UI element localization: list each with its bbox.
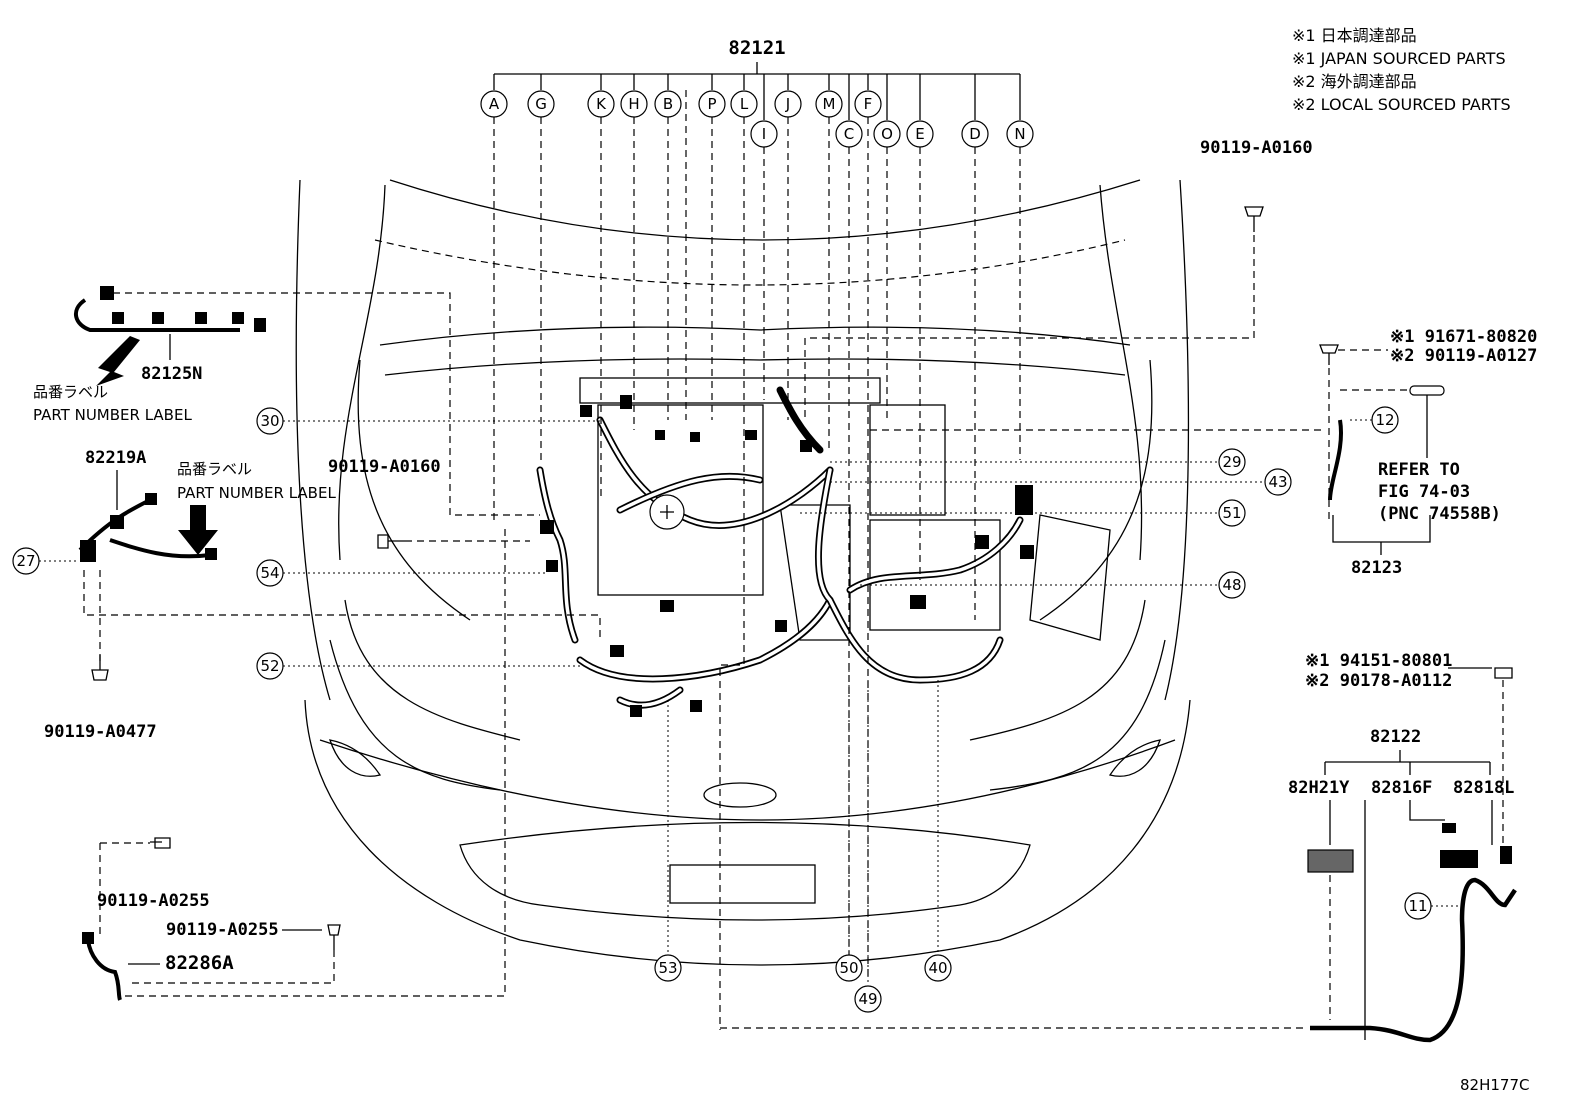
legend-line-2: ※1 JAPAN SOURCED PARTS [1292, 49, 1506, 68]
figure-code: 82H177C [1460, 1076, 1529, 1094]
letter-L: L [740, 95, 749, 113]
letter-C: C [844, 125, 854, 143]
callout-12: 12 [1375, 411, 1394, 429]
callout-51: 51 [1222, 504, 1241, 522]
callout-54: 54 [260, 564, 279, 582]
letter-E: E [915, 125, 924, 143]
letter-P: P [707, 95, 716, 113]
bottom-callouts: 53 50 49 40 [654, 670, 952, 1013]
letter-callouts-top: A G K H B P L J M F [480, 90, 882, 118]
label-en-2: PART NUMBER LABEL [177, 484, 336, 502]
part-82123: 82123 [1351, 558, 1402, 578]
legend: ※1 日本調達部品 ※1 JAPAN SOURCED PARTS ※2 海外調達… [1292, 26, 1511, 114]
callout-40: 40 [928, 959, 947, 977]
part-82125N: 82125N [141, 364, 202, 384]
part-group-82122: ※1 94151-80801 ※2 90178-A0112 82122 82H2… [720, 651, 1517, 1043]
letter-K: K [596, 95, 607, 113]
part-group-82286A: 90119-A0255 90119-A0255 82286A [82, 525, 506, 1001]
right-callouts: 29 43 51 48 [800, 448, 1292, 599]
label-jp-1: 品番ラベル [33, 383, 108, 401]
part-82219A: 82219A [85, 448, 146, 468]
letter-M: M [823, 95, 836, 113]
connector-82H21Y-shape [1307, 849, 1354, 873]
part-group-82123: ※1 91671-80820 ※2 90119-A0127 12 REFER T… [870, 327, 1537, 578]
label-en-1: PART NUMBER LABEL [33, 406, 192, 424]
refer-line-1: REFER TO [1378, 460, 1460, 480]
ref-12-b: ※2 90119-A0127 [1390, 346, 1537, 366]
letter-A: A [489, 95, 500, 113]
part-82818L: 82818L [1453, 778, 1514, 798]
part-82816F: 82816F [1371, 778, 1432, 798]
legend-line-3: ※2 海外調達部品 [1292, 72, 1417, 91]
letter-D: D [969, 125, 981, 143]
part-group-82125N: 82125N 品番ラベル PART NUMBER LABEL [33, 286, 540, 516]
callout-11: 11 [1408, 897, 1427, 915]
legend-line-1: ※1 日本調達部品 [1292, 26, 1417, 45]
refer-line-2: FIG 74-03 [1378, 482, 1470, 502]
letter-O: O [881, 125, 893, 143]
letter-callouts-lower: I C O E D N [750, 120, 1034, 148]
bolt-label-90119-A0255-1: 90119-A0255 [97, 891, 210, 911]
bolt-label-90119-A0160-top: 90119-A0160 [1200, 138, 1313, 158]
main-harness [536, 386, 1034, 717]
bolt-90119-A0160-top: 90119-A0160 [804, 138, 1313, 420]
ref-11-b: ※2 90178-A0112 [1305, 671, 1452, 691]
letter-G: G [535, 95, 547, 113]
part-82286A: 82286A [165, 952, 234, 974]
bolt-label-90119-A0160-mid: 90119-A0160 [328, 457, 441, 477]
letter-N: N [1014, 125, 1025, 143]
bolt-90119-A0477: 90119-A0477 [44, 655, 157, 742]
left-callouts: 30 54 52 [256, 407, 600, 680]
part-82121: 82121 [728, 37, 785, 59]
bolt-label-90119-A0477: 90119-A0477 [44, 722, 157, 742]
callout-27: 27 [16, 552, 35, 570]
letter-F: F [864, 95, 873, 113]
letter-H: H [628, 95, 639, 113]
vehicle-body-outline [295, 179, 1191, 966]
bolt-label-90119-A0255-2: 90119-A0255 [166, 920, 279, 940]
callout-29: 29 [1222, 453, 1241, 471]
ref-11-a: ※1 94151-80801 [1305, 651, 1452, 671]
callout-49: 49 [858, 990, 877, 1008]
legend-line-4: ※2 LOCAL SOURCED PARTS [1292, 95, 1511, 114]
letter-B: B [663, 95, 673, 113]
callout-30: 30 [260, 412, 279, 430]
ref-12-a: ※1 91671-80820 [1390, 327, 1537, 347]
part-82H21Y: 82H21Y [1288, 778, 1350, 798]
callout-82121: 82121 A G K H B P L J M F I C O E D N [480, 37, 1034, 1030]
label-jp-2: 品番ラベル [177, 460, 252, 478]
letter-J: J [785, 95, 790, 113]
letter-I: I [762, 125, 766, 143]
part-group-82219A: 82219A 品番ラベル PART NUMBER LABEL 27 [12, 448, 601, 665]
refer-line-3: (PNC 74558B) [1378, 504, 1501, 524]
bolt-90119-A0160-mid: 90119-A0160 [328, 457, 530, 549]
callout-43: 43 [1268, 473, 1287, 491]
part-82122: 82122 [1370, 727, 1421, 747]
callout-48: 48 [1222, 576, 1241, 594]
callout-53: 53 [658, 959, 677, 977]
callout-50: 50 [839, 959, 858, 977]
callout-52: 52 [260, 657, 279, 675]
